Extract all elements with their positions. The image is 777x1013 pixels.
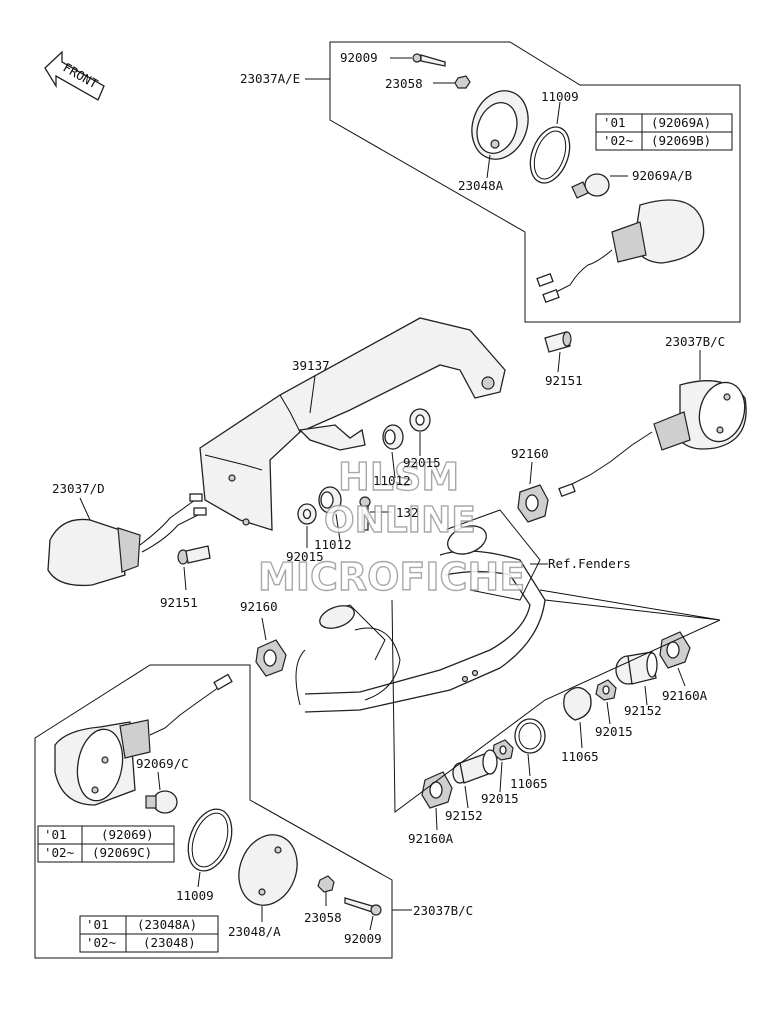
- grommet-92160a-right: [659, 631, 691, 687]
- label-39137: 39137: [292, 358, 330, 373]
- label-92009-top: 92009: [340, 50, 378, 65]
- watermark-line-3: MICROFICHE: [258, 555, 525, 599]
- washer-92015-mid: [409, 408, 431, 456]
- label-11012-mid: 11012: [373, 473, 411, 488]
- label-92151-left: 92151: [160, 595, 198, 610]
- label-11009-top: 11009: [541, 89, 579, 104]
- label-92015-mid: 92015: [403, 455, 441, 470]
- label-92015-right: 92015: [595, 724, 633, 739]
- table-middle: '01 (92069) '02~ (92069C): [37, 825, 175, 863]
- label-23048a: 23048A: [458, 178, 504, 193]
- nut-23058-top: [433, 75, 471, 89]
- label-92069c: 92069/C: [136, 756, 189, 771]
- table-middle-part-1: (92069): [101, 827, 154, 842]
- label-92160a-right: 92160A: [662, 688, 708, 703]
- label-92160-right: 92160: [511, 446, 549, 461]
- bulb-92069c: [145, 771, 178, 814]
- watermark-line-2: ONLINE: [324, 500, 476, 541]
- spacer-92152-lower: [452, 749, 498, 809]
- label-23058-top: 23058: [385, 76, 423, 91]
- screw-92009-bottom: [344, 897, 382, 931]
- watermark: HLSM ONLINE MICROFICHE: [257, 454, 526, 599]
- table-top-part-2: (92069B): [651, 133, 711, 148]
- lower-assembly-outline: [34, 664, 412, 959]
- label-23037bc-top: 23037B/C: [665, 334, 725, 349]
- table-top-part-1: (92069A): [651, 115, 711, 130]
- label-11065-upper: 11065: [561, 749, 599, 764]
- label-92009-bottom: 92009: [344, 931, 382, 946]
- gasket-11009-bottom: [187, 808, 233, 888]
- nut-23058-bottom: [317, 875, 335, 906]
- washer-92015-left: [297, 503, 317, 548]
- spacer-11012-mid: [382, 424, 404, 479]
- table-bottom-year-2: '02~: [86, 935, 116, 950]
- turn-signal-left: [47, 493, 207, 587]
- housing-23048-a: [238, 834, 298, 922]
- washer-92015-right: [595, 679, 617, 725]
- table-middle-part-2: (92069C): [92, 845, 152, 860]
- label-92160a-lower: 92160A: [408, 831, 454, 846]
- lens-11065-lower: [514, 718, 546, 777]
- label-92015-left: 92015: [286, 549, 324, 564]
- table-bottom: '01 (23048A) '02~ (23048): [79, 915, 219, 953]
- turn-signal-right-top: [558, 350, 747, 497]
- screw-92009-top: [390, 53, 446, 67]
- table-bottom-part-1: (23048A): [137, 917, 197, 932]
- spacer-92152-right: [615, 651, 658, 706]
- watermark-line-1: HLSM: [338, 455, 459, 499]
- bolt-132: [359, 496, 392, 531]
- label-11012-left: 11012: [314, 537, 352, 552]
- label-92160-left: 92160: [240, 599, 278, 614]
- label-92152-lower: 92152: [445, 808, 483, 823]
- label-ref-fenders: Ref.Fenders: [548, 556, 631, 571]
- front-arrow: FRONT: [44, 50, 105, 101]
- bolt-92151-right: [544, 331, 572, 373]
- part-labels: 92009 23037A/E 23058 11009 23048A 92069A…: [52, 50, 725, 946]
- table-bottom-year-1: '01: [86, 917, 109, 932]
- washer-92015-lower: [492, 739, 514, 793]
- grommet-92160-right: [517, 461, 549, 523]
- label-92152-right: 92152: [624, 703, 662, 718]
- label-11065-lower: 11065: [510, 776, 548, 791]
- bolt-92151-left: [177, 545, 211, 591]
- table-top: '01 (92069A) '02~ (92069B): [595, 113, 733, 151]
- upper-assembly-outline: [305, 41, 741, 323]
- table-middle-year-2: '02~: [44, 845, 74, 860]
- label-11009-bottom: 11009: [176, 888, 214, 903]
- label-23037ae: 23037A/E: [240, 71, 300, 86]
- gasket-11009-top: [529, 101, 571, 184]
- table-top-year-2: '02~: [603, 133, 633, 148]
- label-23048-a: 23048/A: [228, 924, 281, 939]
- label-92015-lower: 92015: [481, 791, 519, 806]
- label-23037bc-bottom: 23037B/C: [413, 903, 473, 918]
- bulb-92069ab: [571, 173, 628, 199]
- turn-signal-lower: [54, 673, 233, 806]
- label-23058-bottom: 23058: [304, 910, 342, 925]
- label-132: 132: [396, 505, 419, 520]
- spacer-11012-left: [318, 486, 342, 541]
- lower-parts-outline: [391, 599, 721, 813]
- label-23037d: 23037/D: [52, 481, 105, 496]
- bracket-39137: [199, 317, 506, 531]
- table-top-year-1: '01: [603, 115, 626, 130]
- label-92069ab: 92069A/B: [632, 168, 692, 183]
- lens-11065-upper: [563, 686, 592, 749]
- table-bottom-part-2: (23048): [143, 935, 196, 950]
- table-middle-year-1: '01: [44, 827, 67, 842]
- label-92151-right: 92151: [545, 373, 583, 388]
- grommet-92160-left: [255, 617, 287, 677]
- frame-rails: [295, 509, 721, 713]
- turn-signal-upper: [536, 199, 705, 303]
- housing-23048a: [471, 90, 529, 179]
